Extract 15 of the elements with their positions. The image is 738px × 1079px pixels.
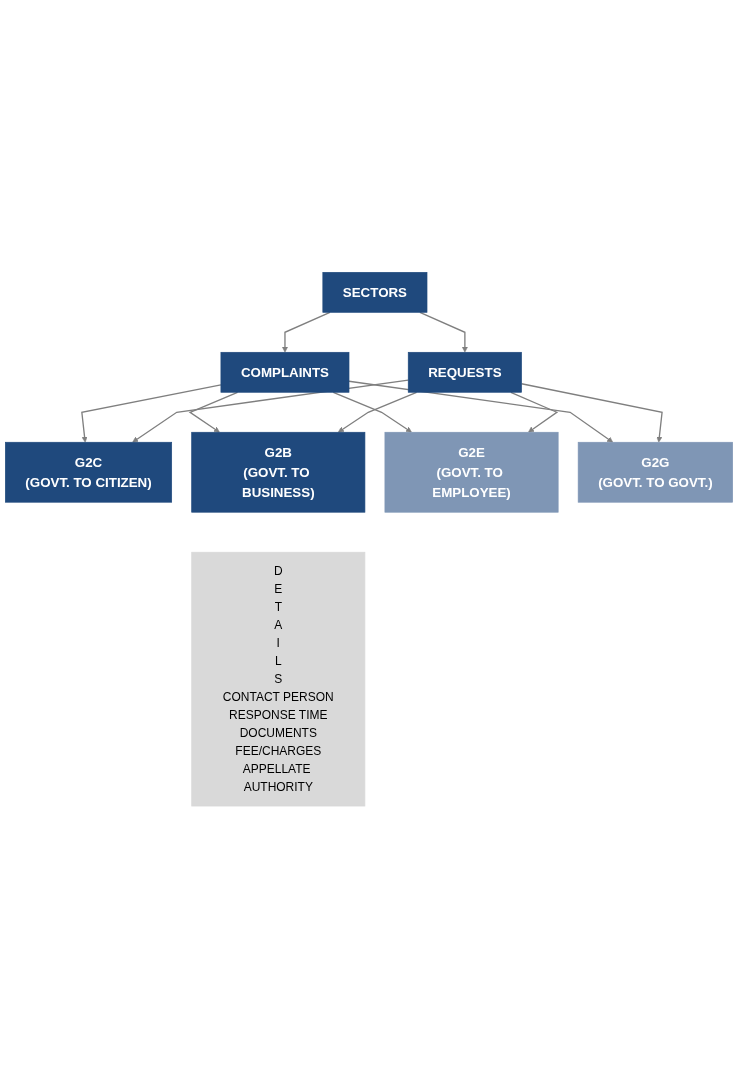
- node-box: G2C (GOVT. TO CITIZEN): [5, 442, 172, 503]
- arrow: [348, 380, 614, 443]
- node-box: COMPLAINTS: [220, 352, 350, 393]
- arrow: [132, 379, 409, 443]
- arrow: [419, 311, 468, 353]
- node-box: REQUESTS: [407, 352, 522, 393]
- node-box: G2E (GOVT. TO EMPLOYEE): [384, 432, 559, 513]
- node-box: G2B (GOVT. TO BUSINESS): [191, 432, 366, 513]
- arrow: [81, 384, 222, 443]
- node-box: D E T A I L S CONTACT PERSON RESPONSE TIME DOCUMENTS FEE/CHARGES APPELLATE AUTHORITY: [191, 552, 366, 807]
- arrow: [282, 311, 331, 353]
- arrow: [510, 391, 559, 433]
- node-box: G2G (GOVT. TO GOVT.): [577, 442, 733, 503]
- node-box: SECTORS: [322, 272, 428, 313]
- arrow: [520, 383, 663, 443]
